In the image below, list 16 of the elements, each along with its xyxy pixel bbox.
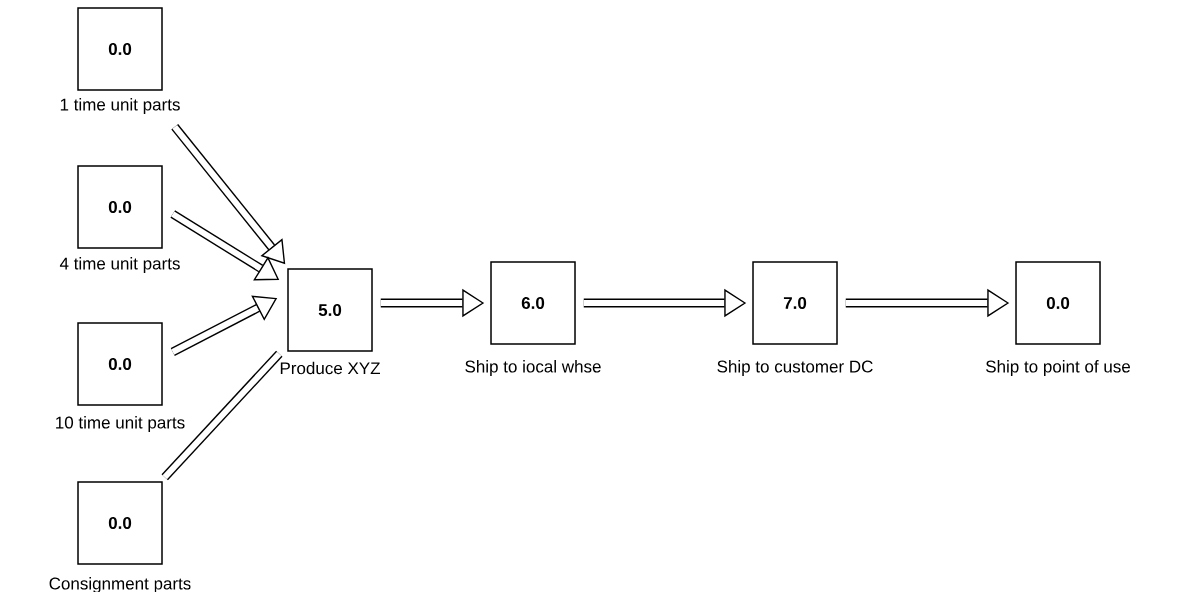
- process-box: 0.0: [1015, 261, 1101, 345]
- process-box: 5.0: [287, 268, 373, 352]
- process-box: 0.0: [77, 322, 163, 406]
- node-label: Ship to customer DC: [717, 360, 873, 376]
- node-label: Ship to iocal whse: [465, 360, 601, 376]
- node-label: 10 time unit parts: [56, 416, 185, 432]
- node-label: Produce XYZ: [280, 361, 380, 375]
- process-box: 6.0: [490, 261, 576, 345]
- node-label: Ship to point of use: [986, 360, 1130, 376]
- node-label: Consignment parts: [49, 577, 191, 592]
- node-label: 1 time unit parts: [60, 98, 180, 114]
- process-box: 7.0: [752, 261, 838, 345]
- process-box: 0.0: [77, 165, 163, 249]
- process-box: 0.0: [77, 481, 163, 565]
- process-box: 0.0: [77, 7, 163, 91]
- node-label: 4 time unit parts: [59, 257, 180, 273]
